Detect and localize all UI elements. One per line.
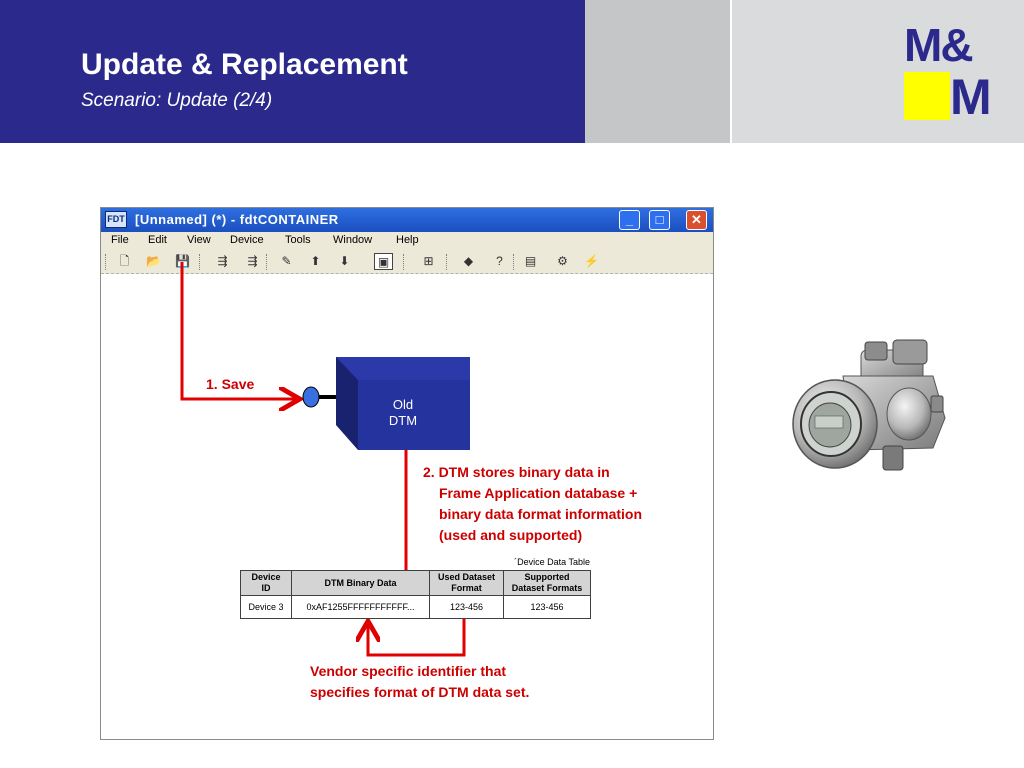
dtm-label-line: Old: [392, 397, 414, 412]
header-text: ID: [261, 583, 271, 593]
device-window-icon[interactable]: ▣: [374, 253, 393, 270]
note-line: Vendor specific identifier that: [310, 663, 507, 679]
config-icon[interactable]: ⚙: [557, 254, 568, 268]
logo-bottom-text: M: [950, 69, 992, 125]
header-grey-panel: [585, 0, 730, 143]
help-icon[interactable]: ?: [496, 254, 503, 268]
table-row: Device 3 0xAF1255FFFFFFFFFFF... 123-456 …: [240, 595, 591, 619]
cell-device-id: Device 3: [240, 595, 292, 619]
save-arrow: [180, 262, 297, 399]
menu-edit[interactable]: Edit: [148, 234, 167, 246]
header-logo-panel: [732, 0, 1024, 143]
fdt-app-icon: FDT: [105, 211, 127, 228]
connect-icon[interactable]: ⚡: [584, 254, 599, 268]
col-supported-formats: Supported Dataset Formats: [503, 570, 591, 596]
step-store-line: Frame Application database +: [439, 485, 638, 501]
header-text: Device: [251, 572, 281, 582]
maximize-button[interactable]: □: [649, 210, 670, 230]
network-tree-icon[interactable]: ⊞: [423, 254, 434, 268]
toolbar-grip[interactable]: [266, 254, 268, 270]
logo-yellow-square: [904, 72, 950, 120]
save-disk-icon[interactable]: 💾: [175, 254, 190, 268]
dtm-box-side: [336, 357, 358, 450]
menu-window[interactable]: Window: [333, 234, 373, 246]
company-logo: M& M: [902, 22, 1002, 122]
device-data-table: Device ID DTM Binary Data Used Dataset F…: [240, 570, 591, 619]
header-text: Used Dataset: [437, 572, 496, 582]
col-used-format: Used Dataset Format: [429, 570, 504, 596]
window-title: [Unnamed] (*) - fdtCONTAINER: [135, 212, 339, 227]
new-document-icon[interactable]: 🗋: [119, 254, 130, 268]
step-save-label: 1. Save: [206, 376, 255, 392]
cell-supported-formats: 123-456: [503, 595, 591, 619]
menu-view[interactable]: View: [187, 234, 211, 246]
slide-title: Update & Replacement: [81, 48, 408, 81]
toolbar-grip[interactable]: [199, 254, 201, 270]
old-dtm-label: Old DTM: [336, 397, 470, 429]
toolbar-grip[interactable]: [513, 254, 515, 270]
menu-file[interactable]: File: [111, 234, 129, 246]
toolbar: 🗋 📂 💾 ⇶ ⇶ ✎ ⬆ ⬇ ▣ ⊞ ◆ ? ▤ ⚙ ⚡: [101, 250, 713, 274]
header-divider: [730, 0, 732, 143]
slide-subtitle: Scenario: Update (2/4): [81, 90, 273, 111]
window-titlebar[interactable]: FDT [Unnamed] (*) - fdtCONTAINER _ □ ✕: [101, 208, 713, 232]
edit-wand-icon[interactable]: ✎: [281, 254, 292, 268]
dtm-window-icon[interactable]: ▤: [524, 254, 537, 268]
step-store-line: binary data format information: [439, 506, 643, 522]
identifier-arrow: [368, 617, 466, 657]
topology-icon[interactable]: ⇶: [217, 254, 228, 268]
close-button[interactable]: ✕: [686, 210, 707, 230]
device-upload-icon[interactable]: ⬆: [310, 254, 321, 268]
step-store-label: 2. DTM stores binary data in Frame Appli…: [423, 462, 642, 546]
col-device-id: Device ID: [240, 570, 292, 596]
toolbar-grip[interactable]: [403, 254, 405, 270]
header-text: Format: [451, 583, 482, 593]
menu-help[interactable]: Help: [396, 234, 419, 246]
note-line: specifies format of DTM data set.: [310, 684, 530, 700]
toolbar-grip[interactable]: [446, 254, 448, 270]
header-text: Dataset Formats: [511, 583, 583, 593]
toolbar-grip[interactable]: [105, 254, 107, 270]
cell-binary-data: 0xAF1255FFFFFFFFFFF...: [291, 595, 430, 619]
dtm-label-line: DTM: [388, 413, 418, 428]
minimize-button[interactable]: _: [619, 210, 640, 230]
step-store-line: (used and supported): [439, 527, 583, 543]
cell-used-format: 123-456: [429, 595, 504, 619]
topology-add-icon[interactable]: ⇶: [247, 254, 258, 268]
step-store-line: 2. DTM stores binary data in: [423, 464, 610, 480]
menu-bar: File Edit View Device Tools Window Help: [101, 232, 713, 250]
menu-device[interactable]: Device: [230, 234, 264, 246]
open-folder-icon[interactable]: 📂: [146, 254, 161, 268]
col-binary-data: DTM Binary Data: [291, 570, 430, 596]
device-table-caption: ´Device Data Table: [514, 557, 590, 567]
device-download-icon[interactable]: ⬇: [339, 254, 350, 268]
table-header-row: Device ID DTM Binary Data Used Dataset F…: [240, 570, 591, 596]
header-text: Supported: [524, 572, 570, 582]
eraser-icon[interactable]: ◆: [463, 254, 474, 268]
dtm-box-bevel: [336, 357, 470, 380]
header-band: [0, 0, 585, 143]
dtm-box-front: [358, 380, 470, 450]
menu-tools[interactable]: Tools: [285, 234, 311, 246]
dtm-interface-port: [302, 386, 320, 408]
vendor-identifier-note: Vendor specific identifier that specifie…: [310, 661, 529, 703]
field-device-image: [792, 339, 946, 471]
logo-top-text: M&: [904, 19, 974, 71]
